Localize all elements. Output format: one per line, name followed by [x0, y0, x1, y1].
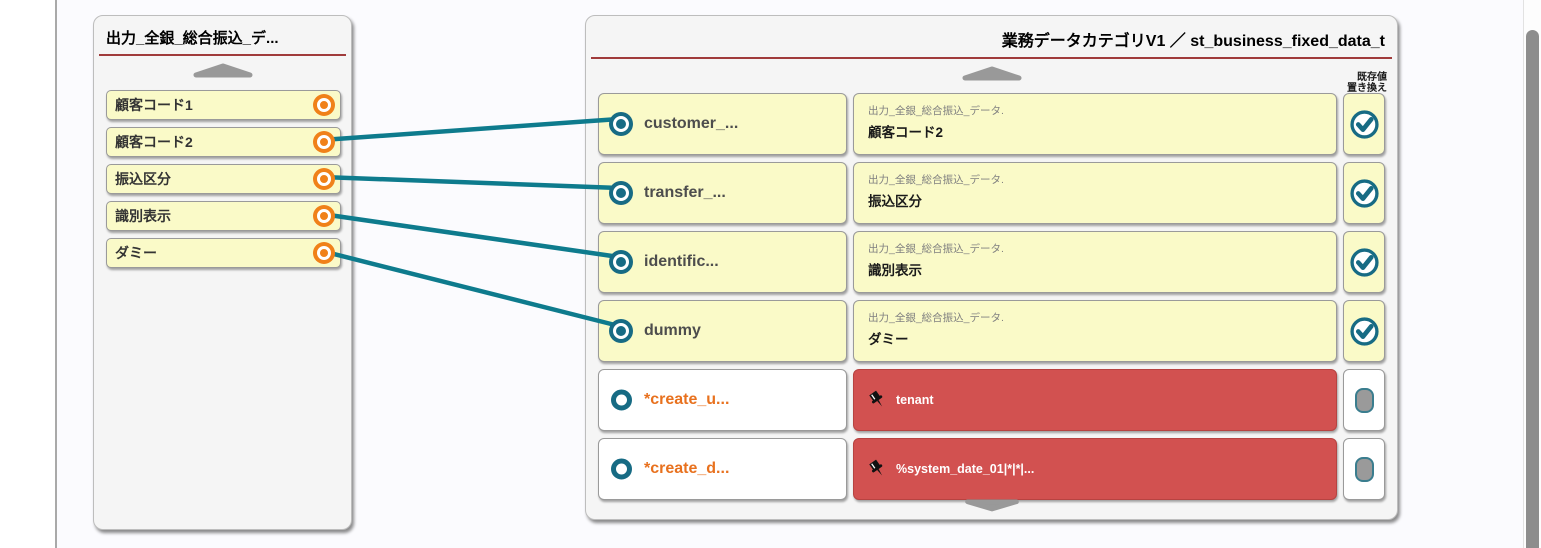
target-field-name: customer_...: [644, 115, 739, 132]
collapse-triangle-up-icon[interactable]: [959, 66, 1025, 86]
connector-out-icon[interactable]: [313, 205, 335, 227]
mapped-source-box[interactable]: 出力_全銀_総合振込_データ. 識別表示: [853, 231, 1337, 293]
vertical-scrollbar[interactable]: [1523, 0, 1541, 548]
blank-toggle-icon: [1354, 387, 1374, 413]
source-field-label: 顧客コード2: [115, 134, 193, 150]
canvas-divider: [55, 0, 57, 548]
mapped-source-field: 識別表示: [868, 263, 922, 278]
replace-checkbox[interactable]: [1343, 162, 1385, 224]
source-field-row[interactable]: 振込区分: [106, 164, 341, 194]
check-circle-icon: [1349, 109, 1379, 139]
source-field-row[interactable]: 顧客コード2: [106, 127, 341, 157]
source-panel: 出力_全銀_総合振込_デ... 顧客コード1 顧客コード2 振込区分 識別表示 …: [93, 15, 352, 530]
mapped-source-field: ダミー: [868, 332, 909, 347]
replace-checkbox[interactable]: [1343, 231, 1385, 293]
left-gutter: [0, 0, 55, 548]
target-panel: 業務データカテゴリV1 ／ st_business_fixed_data_t 既…: [585, 15, 1398, 520]
expand-triangle-down-icon[interactable]: [962, 498, 1022, 517]
mapped-source-box[interactable]: 出力_全銀_総合振込_データ. 顧客コード2: [853, 93, 1337, 155]
constant-value-box[interactable]: %system_date_01|*|*|...: [853, 438, 1337, 500]
connector-out-icon[interactable]: [313, 131, 335, 153]
connector-out-icon[interactable]: [313, 168, 335, 190]
title-rule: [591, 57, 1392, 59]
target-field-name: dummy: [644, 322, 701, 339]
pushpin-icon: [869, 390, 883, 407]
mapped-source-prefix: 出力_全銀_総合振込_データ.: [868, 105, 1004, 117]
target-field-name: identific...: [644, 253, 719, 270]
blank-toggle-icon: [1354, 456, 1374, 482]
target-field-row: dummy 出力_全銀_総合振込_データ. ダミー: [598, 300, 1385, 362]
replace-legend: 既存値 置き換え: [1347, 72, 1387, 94]
connector-out-icon[interactable]: [313, 242, 335, 264]
source-field-label: 振込区分: [115, 171, 171, 187]
target-field-row: identific... 出力_全銀_総合振込_データ. 識別表示: [598, 231, 1385, 293]
connector-in-icon[interactable]: [609, 112, 633, 136]
scrollbar-thumb[interactable]: [1526, 30, 1539, 548]
source-field-label: 識別表示: [115, 208, 171, 224]
target-field-row: *create_d... %system_date_01|*|*|...: [598, 438, 1385, 500]
replace-checkbox[interactable]: [1343, 438, 1385, 500]
source-field-label: ダミー: [115, 245, 157, 261]
source-field-row[interactable]: ダミー: [106, 238, 341, 268]
mapped-source-field: 顧客コード2: [868, 125, 944, 140]
connector-out-icon[interactable]: [313, 94, 335, 116]
mapped-source-box[interactable]: 出力_全銀_総合振込_データ. ダミー: [853, 300, 1337, 362]
target-field-box[interactable]: *create_d...: [598, 438, 847, 500]
replace-checkbox[interactable]: [1343, 369, 1385, 431]
target-field-box[interactable]: identific...: [598, 231, 847, 293]
collapse-triangle-up-icon[interactable]: [190, 63, 256, 83]
target-field-row: customer_... 出力_全銀_総合振込_データ. 顧客コード2: [598, 93, 1385, 155]
mapped-source-prefix: 出力_全銀_総合振込_データ.: [868, 312, 1004, 324]
mapped-source-prefix: 出力_全銀_総合振込_データ.: [868, 243, 1004, 255]
title-rule: [99, 54, 346, 56]
source-panel-title: 出力_全銀_総合振込_デ...: [106, 30, 279, 47]
source-field-row[interactable]: 顧客コード1: [106, 90, 341, 120]
replace-checkbox[interactable]: [1343, 93, 1385, 155]
target-field-name: *create_d...: [644, 460, 730, 477]
target-field-box[interactable]: customer_...: [598, 93, 847, 155]
pushpin-icon: [869, 459, 883, 476]
unmapped-port-icon[interactable]: [611, 389, 632, 411]
constant-value-text: %system_date_01|*|*|...: [896, 462, 1035, 476]
check-circle-icon: [1349, 247, 1379, 277]
connector-in-icon[interactable]: [609, 319, 633, 343]
constant-value-box[interactable]: tenant: [853, 369, 1337, 431]
constant-value-text: tenant: [896, 393, 934, 407]
source-field-label: 顧客コード1: [115, 97, 193, 113]
target-field-row: transfer_... 出力_全銀_総合振込_データ. 振込区分: [598, 162, 1385, 224]
mapped-source-field: 振込区分: [868, 194, 922, 209]
target-field-box[interactable]: dummy: [598, 300, 847, 362]
target-field-row: *create_u... tenant: [598, 369, 1385, 431]
target-panel-title: 業務データカテゴリV1 ／ st_business_fixed_data_t: [1001, 33, 1385, 50]
connector-in-icon[interactable]: [609, 181, 633, 205]
target-field-name: transfer_...: [644, 184, 726, 201]
unmapped-port-icon[interactable]: [611, 458, 632, 480]
mapped-source-prefix: 出力_全銀_総合振込_データ.: [868, 174, 1004, 186]
target-field-box[interactable]: *create_u...: [598, 369, 847, 431]
mapped-source-box[interactable]: 出力_全銀_総合振込_データ. 振込区分: [853, 162, 1337, 224]
source-field-row[interactable]: 識別表示: [106, 201, 341, 231]
check-circle-icon: [1349, 178, 1379, 208]
target-field-box[interactable]: transfer_...: [598, 162, 847, 224]
check-circle-icon: [1349, 316, 1379, 346]
connector-in-icon[interactable]: [609, 250, 633, 274]
target-field-name: *create_u...: [644, 391, 730, 408]
replace-checkbox[interactable]: [1343, 300, 1385, 362]
